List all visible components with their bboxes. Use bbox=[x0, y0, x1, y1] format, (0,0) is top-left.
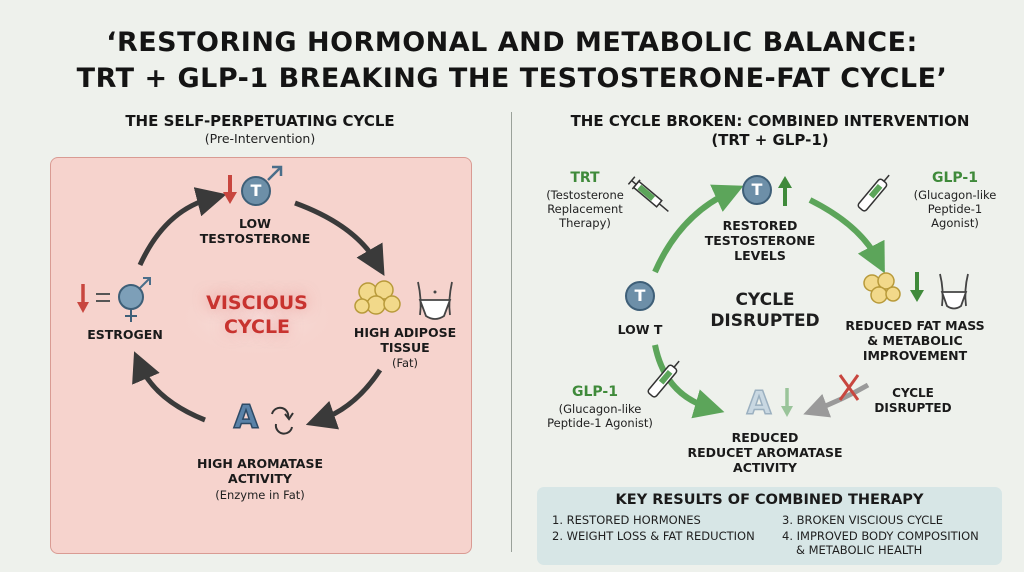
injection-pen-icon-bottom bbox=[647, 360, 680, 398]
down-arrow-green-icon bbox=[910, 272, 924, 302]
cycle-disrupted-small-1: CYCLE bbox=[892, 386, 934, 400]
key-result-item-4-cont: & METABOLIC HEALTH bbox=[796, 543, 923, 557]
key-result-item-1: 1. RESTORED HORMONES bbox=[552, 513, 701, 527]
center-glow bbox=[177, 278, 337, 358]
low-t-label: LOW T bbox=[617, 322, 663, 337]
aromatase-note: (Enzyme in Fat) bbox=[215, 488, 305, 502]
key-result-item-3: 3. BROKEN VISCIOUS CYCLE bbox=[782, 513, 943, 527]
glp1-top-desc-3: Agonist) bbox=[931, 216, 979, 230]
faded-aromatase-letter-icon: A bbox=[746, 383, 772, 423]
reduced-fat-label-1: REDUCED FAT MASS bbox=[845, 318, 985, 333]
cycle-arrows-left bbox=[132, 187, 385, 430]
reduced-aromatase-label-2: REDUCET AROMATASE bbox=[687, 445, 843, 460]
estrogen-label: ESTROGEN bbox=[87, 327, 163, 342]
key-results-title: KEY RESULTS OF COMBINED THERAPY bbox=[615, 492, 924, 508]
glp1-bottom-title: GLP-1 bbox=[572, 384, 618, 400]
cycle-disrupted-small-2: DISRUPTED bbox=[874, 401, 952, 415]
right-heading-1: THE CYCLE BROKEN: COMBINED INTERVENTION bbox=[570, 112, 970, 130]
low-t-icon bbox=[625, 281, 655, 311]
left-subheading: (Pre-Intervention) bbox=[204, 131, 316, 146]
testosterone-letter: T bbox=[250, 181, 262, 200]
reduced-aromatase-label-3: ACTIVITY bbox=[733, 460, 797, 475]
page-title-line-2: TRT + GLP-1 BREAKING THE TESTOSTERONE-FA… bbox=[76, 63, 948, 94]
adipose-label-2: TISSUE bbox=[380, 340, 430, 355]
page-title-line-1: ‘RESTORING HORMONAL AND METABOLIC BALANC… bbox=[106, 27, 918, 58]
reduced-aromatase-label-1: REDUCED bbox=[731, 430, 799, 445]
injection-pen-icon-top bbox=[857, 174, 890, 212]
low-testosterone-label-1: LOW bbox=[239, 216, 271, 231]
key-results-box bbox=[537, 487, 1002, 565]
restored-label-2: TESTOSTERONE bbox=[704, 233, 816, 248]
low-testosterone-icon bbox=[223, 165, 283, 206]
estrogen-icon bbox=[77, 277, 151, 322]
trt-desc-1: (Testosterone bbox=[546, 188, 624, 202]
adipose-note: (Fat) bbox=[391, 356, 419, 370]
aromatase-label-1: HIGH AROMATASE bbox=[196, 456, 324, 471]
glp1-bottom-desc-2: Peptide-1 Agonist) bbox=[547, 416, 653, 430]
slim-belly-icon bbox=[939, 273, 969, 310]
trt-title: TRT bbox=[570, 170, 600, 186]
reduced-fat-cells-icon bbox=[863, 272, 901, 304]
glp1-top-desc-2: Peptide-1 bbox=[927, 202, 983, 216]
vicious-cycle-label-2: CYCLE bbox=[223, 316, 291, 338]
reduced-fat-label-2: & METABOLIC bbox=[867, 333, 963, 348]
low-testosterone-label-2: TESTOSTERONE bbox=[199, 231, 311, 246]
right-heading-2: (TRT + GLP-1) bbox=[711, 131, 829, 149]
left-heading: THE SELF-PERPETUATING CYCLE bbox=[125, 112, 395, 130]
cross-mark-icon bbox=[838, 374, 860, 401]
glp1-top-title: GLP-1 bbox=[932, 170, 978, 186]
cycle-disrupted-center-2: DISRUPTED bbox=[710, 311, 820, 331]
reduced-fat-label-3: IMPROVEMENT bbox=[862, 348, 968, 363]
syringe-icon bbox=[627, 176, 669, 213]
restored-label-3: LEVELS bbox=[734, 248, 786, 263]
low-t-letter: T bbox=[634, 286, 646, 305]
key-result-item-4: 4. IMPROVED BODY COMPOSITION bbox=[782, 529, 979, 543]
aromatase-label-2: ACTIVITY bbox=[228, 471, 292, 486]
trt-desc-2: Replacement bbox=[547, 202, 623, 216]
belly-icon bbox=[417, 281, 453, 320]
glp1-top-desc-1: (Glucagon-like bbox=[913, 188, 997, 202]
restored-label-1: RESTORED bbox=[722, 218, 798, 233]
reduced-aromatase-icon bbox=[781, 388, 793, 417]
fat-cells-icon bbox=[354, 280, 401, 315]
key-result-item-2: 2. WEIGHT LOSS & FAT REDUCTION bbox=[552, 529, 755, 543]
adipose-label-1: HIGH ADIPOSE bbox=[353, 325, 457, 340]
refresh-icon bbox=[271, 406, 294, 435]
restored-testosterone-icon bbox=[742, 175, 792, 206]
aromatase-letter-icon: A bbox=[233, 397, 259, 437]
cycle-disrupted-center-1: CYCLE bbox=[735, 290, 795, 310]
panel-divider bbox=[511, 112, 512, 552]
restored-t-letter: T bbox=[751, 180, 763, 199]
glp1-bottom-desc-1: (Glucagon-like bbox=[558, 402, 642, 416]
vicious-cycle-label-1: VISCIOUS bbox=[206, 292, 308, 314]
trt-desc-3: Therapy) bbox=[559, 216, 611, 230]
